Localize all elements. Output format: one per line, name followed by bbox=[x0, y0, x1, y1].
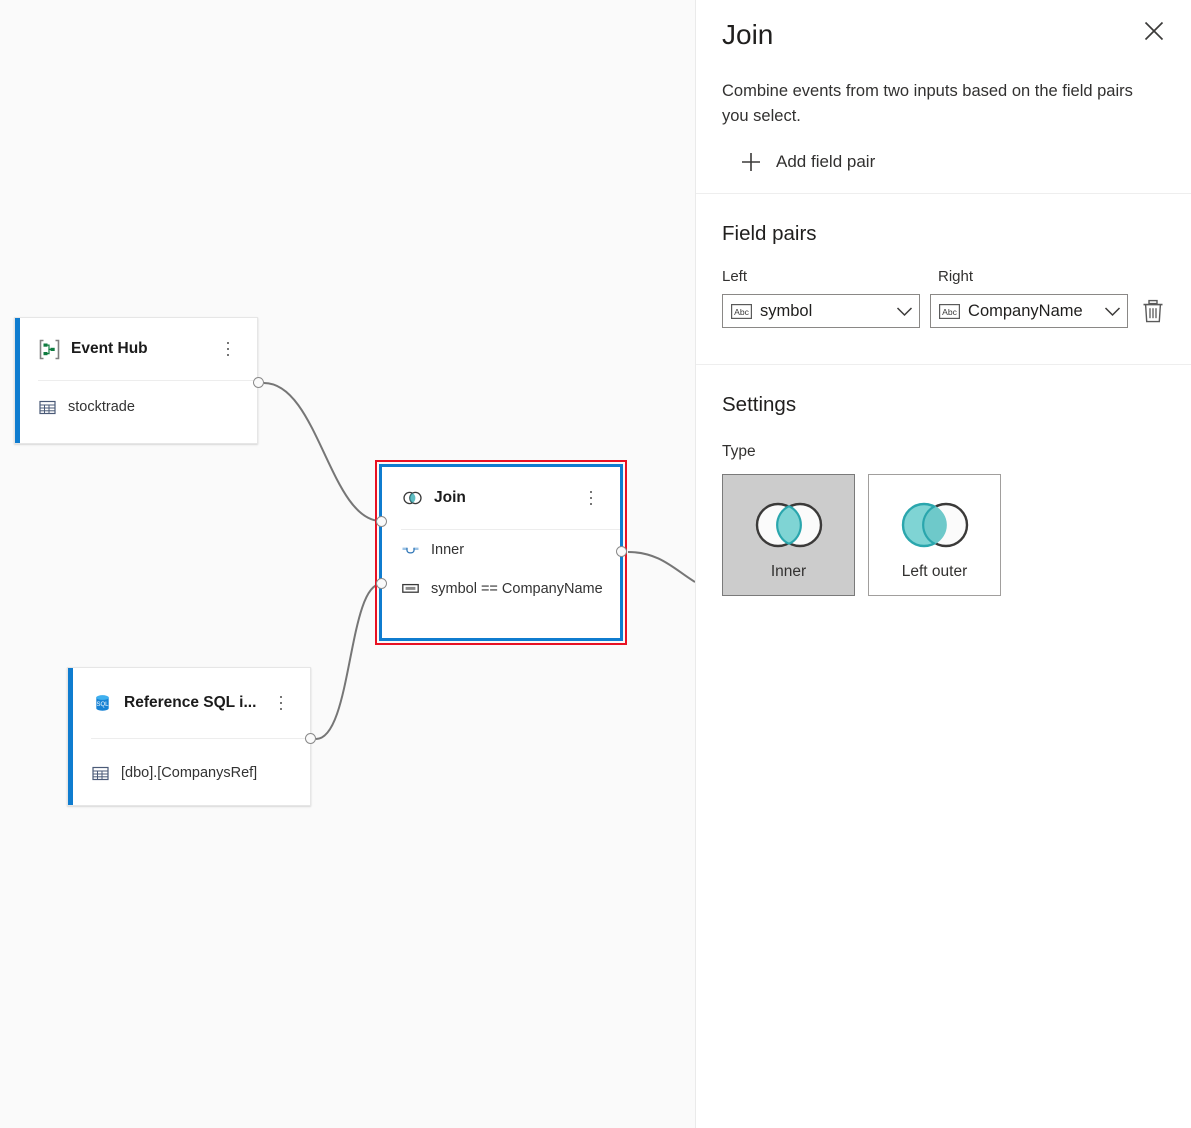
join-type-option-left-outer[interactable]: Left outer bbox=[868, 474, 1001, 596]
node-header[interactable]: Join bbox=[382, 467, 620, 529]
node-join-selection[interactable]: Join Inner bbox=[375, 460, 627, 645]
table-icon bbox=[38, 398, 56, 416]
port-join-input-left[interactable] bbox=[376, 516, 387, 527]
right-field-dropdown[interactable]: Abc CompanyName bbox=[930, 294, 1129, 328]
panel-header: Join Combine events from two inputs base… bbox=[696, 0, 1191, 173]
node-title: Join bbox=[434, 489, 466, 506]
type-label: Type bbox=[722, 443, 756, 460]
add-field-pair-button[interactable]: Add field pair bbox=[740, 151, 875, 173]
event-hub-icon bbox=[38, 338, 60, 360]
svg-text:Abc: Abc bbox=[942, 307, 958, 317]
panel-description: Combine events from two inputs based on … bbox=[722, 82, 1133, 125]
node-event-hub[interactable]: Event Hub stocktrade bbox=[14, 317, 258, 444]
panel-divider-middle bbox=[696, 364, 1191, 365]
condition-icon bbox=[401, 580, 419, 598]
field-pairs-section: Field pairs Left Right Abc symbol bbox=[696, 222, 1191, 328]
chevron-down-icon[interactable] bbox=[1104, 306, 1121, 317]
node-detail-row-condition: symbol == CompanyName bbox=[382, 569, 620, 608]
trash-icon[interactable] bbox=[1140, 296, 1165, 326]
node-detail-row: [dbo].[CompanysRef] bbox=[68, 739, 310, 807]
node-accent-bar bbox=[68, 668, 73, 805]
node-join[interactable]: Join Inner bbox=[379, 464, 623, 641]
node-divider bbox=[401, 529, 620, 530]
field-pair-row: Abc symbol Abc CompanyName bbox=[722, 294, 1165, 328]
abc-string-icon: Abc bbox=[939, 303, 961, 319]
node-accent-bar bbox=[15, 318, 20, 443]
join-venn-icon bbox=[401, 487, 423, 509]
sql-database-icon: SQL bbox=[91, 692, 113, 714]
node-header[interactable]: Event Hub bbox=[15, 318, 257, 380]
left-field-value: symbol bbox=[760, 301, 813, 320]
node-title: Reference SQL i... bbox=[124, 694, 257, 711]
field-pair-column-headers: Left Right bbox=[722, 268, 1165, 285]
page-title: Join bbox=[722, 19, 774, 50]
close-icon[interactable] bbox=[1135, 12, 1173, 50]
table-icon bbox=[91, 764, 109, 782]
node-detail-row: stocktrade bbox=[15, 381, 257, 433]
node-detail-label: stocktrade bbox=[68, 399, 135, 415]
node-detail-label: symbol == CompanyName bbox=[431, 580, 603, 597]
venn-inner-icon bbox=[747, 497, 831, 553]
node-divider bbox=[38, 380, 257, 381]
join-type-option-inner[interactable]: Inner bbox=[722, 474, 855, 596]
join-type-icon bbox=[401, 541, 419, 559]
chevron-down-icon[interactable] bbox=[896, 306, 913, 317]
port-sql-output[interactable] bbox=[305, 733, 316, 744]
port-event-hub-output[interactable] bbox=[253, 377, 264, 388]
svg-text:SQL: SQL bbox=[96, 702, 109, 708]
join-type-label: Inner bbox=[770, 563, 807, 580]
svg-text:Abc: Abc bbox=[734, 307, 750, 317]
field-pairs-title: Field pairs bbox=[722, 222, 817, 245]
right-field-value: CompanyName bbox=[968, 301, 1083, 320]
node-detail-row-type: Inner bbox=[382, 530, 620, 569]
node-divider bbox=[91, 738, 310, 739]
venn-left-outer-icon bbox=[893, 497, 977, 553]
right-column-label: Right bbox=[938, 268, 974, 285]
settings-title: Settings bbox=[722, 393, 797, 416]
port-join-output[interactable] bbox=[616, 546, 627, 557]
abc-string-icon: Abc bbox=[731, 303, 752, 319]
more-options-icon[interactable] bbox=[219, 338, 237, 360]
plus-icon bbox=[740, 151, 762, 173]
join-properties-panel: Join Combine events from two inputs base… bbox=[695, 0, 1191, 1128]
join-type-label: Left outer bbox=[901, 563, 968, 580]
settings-section: Settings Type Inner bbox=[696, 393, 1191, 596]
pipeline-canvas[interactable]: Event Hub stocktrade bbox=[0, 0, 695, 1128]
node-reference-sql[interactable]: SQL Reference SQL i... [dbo].[CompanysRe… bbox=[67, 667, 311, 806]
left-field-dropdown[interactable]: Abc symbol bbox=[722, 294, 921, 328]
more-options-icon[interactable] bbox=[272, 692, 290, 714]
port-join-input-right[interactable] bbox=[376, 578, 387, 589]
node-detail-label: Inner bbox=[431, 541, 465, 558]
node-detail-label: [dbo].[CompanysRef] bbox=[121, 765, 258, 781]
panel-divider-top bbox=[696, 193, 1191, 194]
node-title: Event Hub bbox=[71, 340, 148, 357]
add-field-pair-label: Add field pair bbox=[776, 152, 876, 171]
join-type-options: Inner Left outer bbox=[722, 474, 1165, 596]
node-header[interactable]: SQL Reference SQL i... bbox=[68, 668, 310, 738]
more-options-icon[interactable] bbox=[582, 487, 600, 509]
left-column-label: Left bbox=[722, 268, 748, 285]
